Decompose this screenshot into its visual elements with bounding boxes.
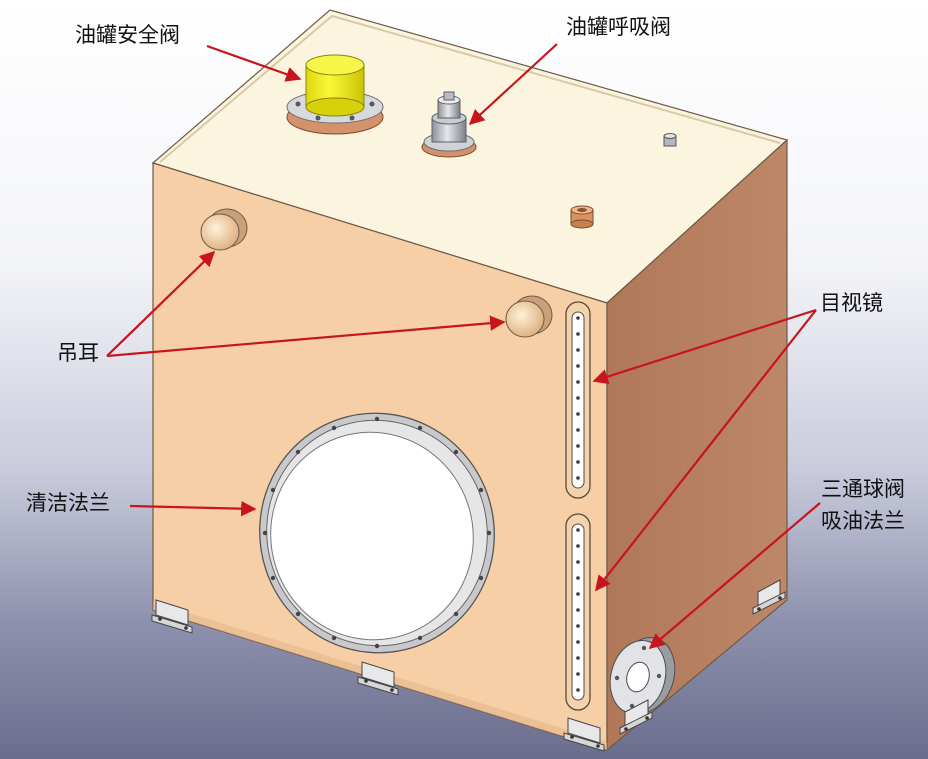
tank-top-rim	[159, 14, 781, 163]
top-plug-small	[663, 133, 677, 147]
label-safety-valve: 油罐安全阀	[75, 23, 180, 47]
cleaning-flange	[259, 412, 495, 654]
foot-middle	[357, 661, 399, 696]
arrow-safety-valve	[206, 44, 302, 82]
label-breather-valve: 油罐呼吸阀	[566, 15, 671, 39]
label-lifting-lug: 吊耳	[57, 341, 99, 365]
label-sight-glass: 目视镜	[820, 291, 883, 315]
foot-front-corner	[563, 717, 605, 752]
callout-arrows	[106, 43, 821, 649]
lifting-lug-right	[505, 295, 553, 338]
top-plug-copper	[570, 205, 594, 229]
arrow-cleaning-flange	[129, 500, 257, 517]
lifting-lug-left	[200, 208, 248, 251]
label-ball-valve-line1: 三通球阀	[821, 477, 905, 501]
suction-flange	[609, 637, 676, 714]
sight-glass-upper	[565, 301, 591, 499]
arrow-lug-left	[106, 250, 216, 357]
sight-glass-lower	[565, 513, 591, 711]
breather-valve	[421, 91, 477, 158]
safety-valve	[286, 54, 384, 135]
arrow-suction-flange	[648, 502, 821, 649]
foot-side-back	[752, 579, 786, 615]
arrow-sight-lower	[595, 309, 817, 592]
label-cleaning-flange: 清洁法兰	[26, 491, 110, 515]
arrow-lug-right	[106, 315, 506, 358]
foot-side-middle	[619, 699, 653, 735]
arrow-sight-upper	[592, 308, 817, 385]
tank-body	[151, 9, 789, 752]
foot-left	[151, 599, 193, 634]
label-ball-valve-line2: 吸油法兰	[821, 509, 905, 533]
arrow-breather-valve	[468, 43, 558, 126]
tank-side-face	[606, 138, 788, 752]
